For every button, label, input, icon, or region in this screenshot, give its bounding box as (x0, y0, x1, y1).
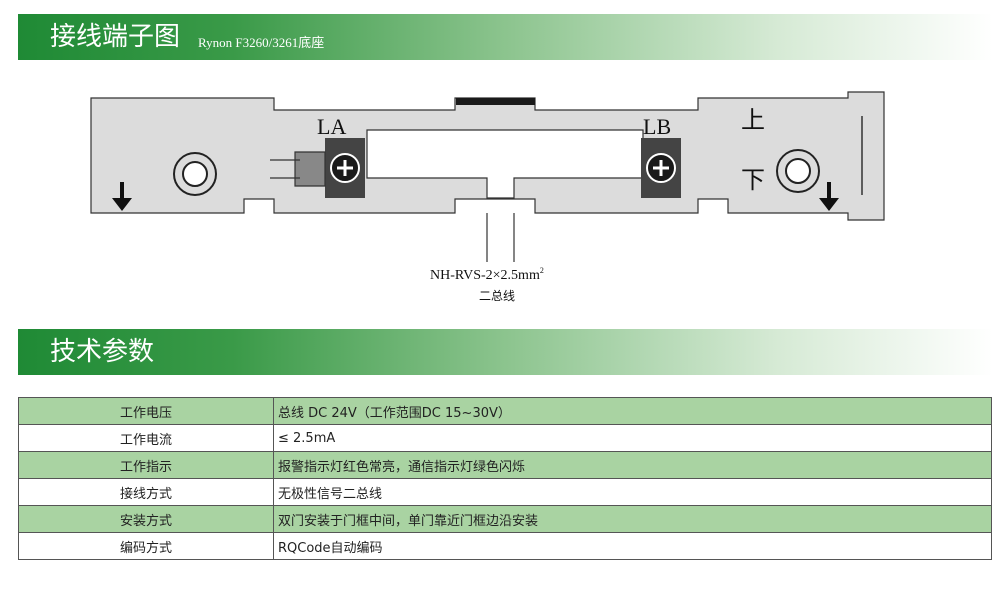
section-title-wiring: 接线端子图 (50, 22, 181, 52)
param-value: ≤ 2.5mA (273, 424, 992, 452)
section-subtitle-model: Rynon F3260/3261底座 (198, 35, 325, 50)
table-row: 接线方式 无极性信号二总线 (18, 478, 992, 506)
param-key: 编码方式 (18, 532, 274, 560)
param-key: 接线方式 (18, 478, 274, 506)
wiring-diagram: LA LB 上 下 NH-RVS-2×2.5mm2 二总线 (90, 91, 885, 303)
label-la: LA (317, 114, 346, 139)
param-value: 报警指示灯红色常亮，通信指示灯绿色闪烁 (273, 451, 992, 479)
cable-name-label: 二总线 (479, 289, 515, 303)
param-value: 无极性信号二总线 (273, 478, 992, 506)
table-row: 编码方式 RQCode自动编码 (18, 532, 992, 560)
param-value: 双门安装于门框中间，单门靠近门框边沿安装 (273, 505, 992, 533)
arrow-down-icon-left (112, 182, 132, 211)
arrow-down-icon-right (819, 182, 839, 211)
table-row: 工作电流 ≤ 2.5mA (18, 424, 992, 452)
table-row: 工作指示 报警指示灯红色常亮，通信指示灯绿色闪烁 (18, 451, 992, 479)
label-down: 下 (741, 166, 765, 194)
cable-spec-label: NH-RVS-2×2.5mm2 (430, 266, 544, 283)
param-value: RQCode自动编码 (273, 532, 992, 560)
top-slot (456, 98, 535, 105)
param-key: 工作电流 (18, 424, 274, 452)
table-row: 工作电压 总线 DC 24V（工作范围DC 15~30V） (18, 397, 992, 425)
label-up: 上 (741, 106, 765, 134)
section-header-specs: 技术参数 (18, 329, 993, 375)
label-lb: LB (643, 114, 671, 139)
wire-lead (270, 151, 326, 187)
param-key: 安装方式 (18, 505, 274, 533)
param-value: 总线 DC 24V（工作范围DC 15~30V） (273, 397, 992, 425)
section-title-specs: 技术参数 (50, 337, 155, 367)
param-key: 工作电压 (18, 397, 274, 425)
section-header-wiring: 接线端子图 Rynon F3260/3261底座 (18, 14, 993, 60)
table-row: 安装方式 双门安装于门框中间，单门靠近门框边沿安装 (18, 505, 992, 533)
specs-table: 工作电压 总线 DC 24V（工作范围DC 15~30V） 工作电流 ≤ 2.5… (18, 397, 992, 560)
param-key: 工作指示 (18, 451, 274, 479)
